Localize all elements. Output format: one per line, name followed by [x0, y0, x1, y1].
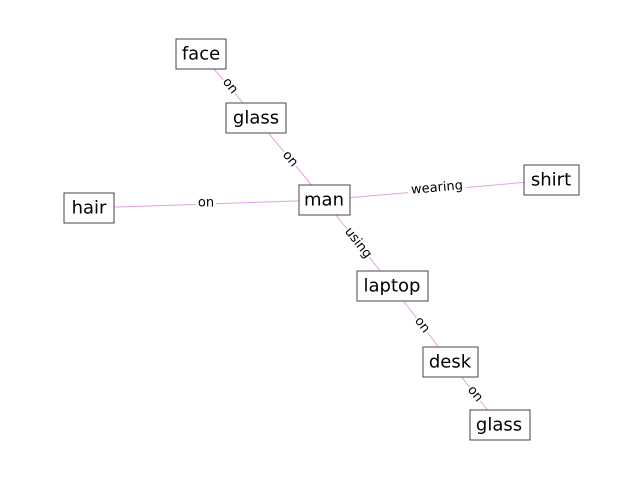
- node-man[interactable]: man: [298, 184, 351, 216]
- node-laptop-label: laptop: [364, 276, 421, 297]
- edge-lines: [88, 53, 552, 426]
- node-laptop[interactable]: laptop: [356, 270, 429, 302]
- node-face-label: face: [182, 44, 220, 65]
- nodes: face glass man hair shirt laptop: [63, 38, 580, 441]
- node-desk-label: desk: [429, 352, 472, 373]
- node-glass-bottom[interactable]: glass: [469, 409, 531, 441]
- node-glass-top-label: glass: [233, 108, 279, 129]
- edge-label-man-laptop-group: using: [340, 223, 376, 263]
- edge-label-desk-glass-group: on: [463, 381, 487, 407]
- edge-label-laptop-desk: on: [411, 314, 433, 336]
- edge-label-man-shirt: wearing: [410, 178, 463, 197]
- edge-label-hair-man-group: on: [196, 195, 216, 211]
- node-man-label: man: [304, 190, 344, 211]
- node-glass-top[interactable]: glass: [225, 102, 287, 134]
- edge-label-hair-man: on: [198, 196, 214, 211]
- node-glass-bottom-label: glass: [476, 415, 522, 436]
- node-desk[interactable]: desk: [422, 346, 479, 378]
- edge-label-glass-man: on: [279, 148, 301, 170]
- node-face[interactable]: face: [175, 38, 227, 70]
- edge-labels: on on on wearing using on: [196, 73, 487, 407]
- node-shirt[interactable]: shirt: [523, 164, 580, 196]
- node-shirt-label: shirt: [531, 170, 571, 191]
- edge-label-glass-man-group: on: [278, 146, 302, 172]
- edge-label-laptop-desk-group: on: [410, 312, 434, 338]
- node-hair-label: hair: [72, 198, 107, 219]
- node-hair[interactable]: hair: [63, 192, 115, 224]
- edge-label-desk-glass: on: [464, 383, 486, 405]
- edge-label-face-glass-group: on: [218, 73, 242, 99]
- edge-label-man-shirt-group: wearing: [407, 177, 467, 199]
